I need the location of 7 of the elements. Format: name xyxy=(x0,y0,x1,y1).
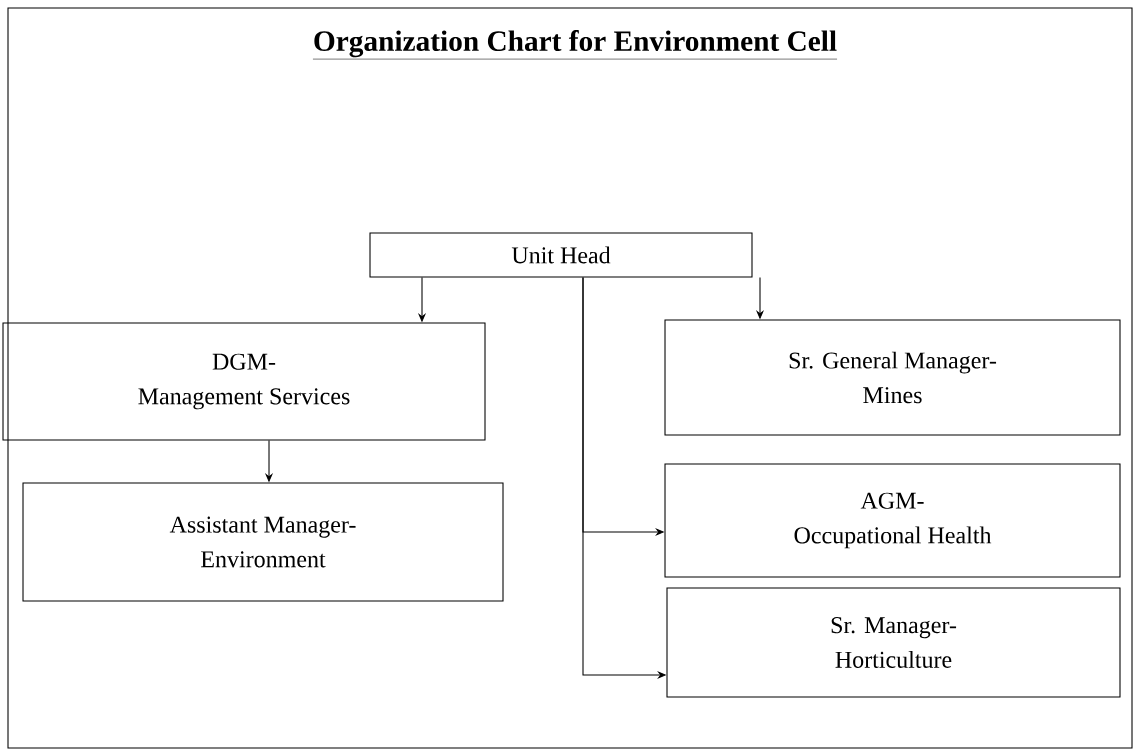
role-box: AGM- Occupational Health xyxy=(664,463,1121,578)
role-box: Unit Head xyxy=(369,232,753,278)
role-box: Sr. General Manager- Mines xyxy=(664,319,1121,436)
role-box: Sr. Manager- Horticulture xyxy=(666,587,1121,698)
role-box: Assistant Manager- Environment xyxy=(22,482,504,602)
title: Organization Chart for Environment Cell xyxy=(312,30,838,60)
role-box: DGM- Management Services xyxy=(2,322,486,441)
